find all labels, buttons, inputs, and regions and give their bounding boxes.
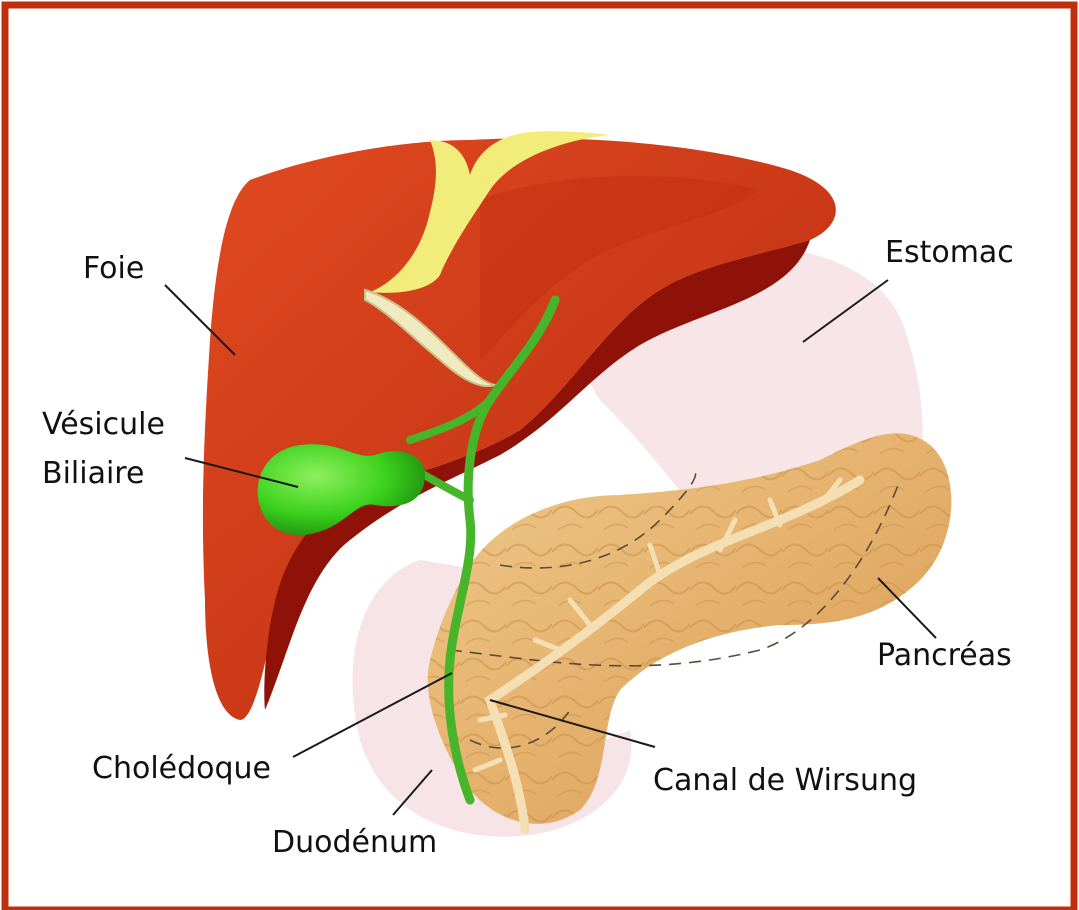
label-pancreas: Pancréas [877, 638, 1012, 673]
label-vesicule-line1: Vésicule [42, 407, 165, 442]
label-choledoque: Cholédoque [92, 751, 271, 786]
label-canal-de-wirsung: Canal de Wirsung [653, 763, 917, 798]
label-estomac: Estomac [885, 235, 1014, 270]
label-foie: Foie [83, 251, 144, 286]
label-duodenum: Duodénum [272, 825, 437, 860]
label-vesicule-line2: Biliaire [42, 456, 144, 491]
